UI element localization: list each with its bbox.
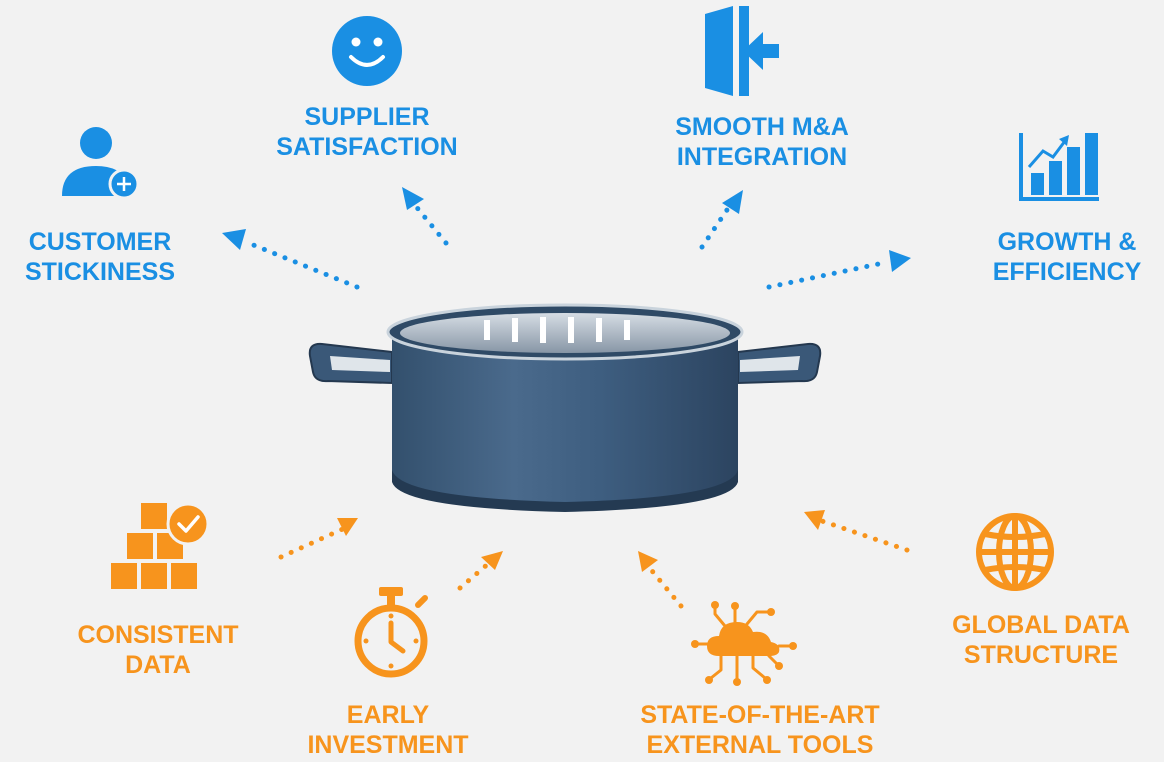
- arrowhead-consistent-data: [337, 518, 358, 536]
- stopwatch-icon: [354, 587, 428, 678]
- label-line-1: GLOBAL DATA: [952, 611, 1130, 639]
- merge-arrow-icon: [705, 6, 779, 96]
- arrowhead-external-tools: [638, 551, 658, 572]
- label-line-1: CONSISTENT: [77, 621, 239, 649]
- label-line-1: SUPPLIER: [304, 103, 430, 131]
- arrowhead-early-investment: [481, 551, 503, 570]
- label-line-1: GROWTH &: [997, 228, 1137, 256]
- label-line-2: SATISFACTION: [276, 133, 458, 161]
- arrow-from-global-data-structure: [819, 518, 910, 553]
- label-line-1: STATE-OF-THE-ART: [640, 701, 880, 729]
- arrow-from-external-tools: [645, 563, 684, 609]
- arrow-to-customer-stickiness: [243, 239, 360, 290]
- label-customer-stickiness: CUSTOMER STICKINESS: [10, 227, 190, 287]
- label-line-2: EFFICIENCY: [992, 258, 1142, 286]
- arrow-from-consistent-data: [278, 525, 348, 560]
- label-line-2: STICKINESS: [24, 258, 176, 286]
- cloud-network-icon: [691, 601, 797, 686]
- label-growth-efficiency: GROWTH & EFFICIENCY: [974, 227, 1160, 287]
- label-line-2: EXTERNAL TOOLS: [646, 731, 874, 759]
- label-global-data-structure: GLOBAL DATA STRUCTURE: [924, 610, 1158, 670]
- label-line-2: DATA: [125, 651, 191, 679]
- boxes-check-icon: [109, 501, 210, 591]
- smiley-face-icon: [332, 16, 402, 86]
- arrowhead-smooth-ma-integration: [722, 190, 743, 214]
- user-add-icon: [62, 127, 140, 198]
- label-line-1: CUSTOMER: [28, 228, 172, 256]
- cooking-pot-icon: [308, 303, 822, 512]
- arrowhead-global-data-structure: [804, 510, 825, 530]
- arrowhead-supplier-satisfaction: [402, 187, 424, 210]
- label-early-investment: EARLY INVESTMENT: [278, 700, 498, 760]
- arrow-to-smooth-ma-integration: [699, 204, 732, 250]
- label-external-tools: STATE-OF-THE-ART EXTERNAL TOOLS: [600, 700, 920, 760]
- label-consistent-data: CONSISTENT DATA: [58, 620, 258, 680]
- label-line-2: INTEGRATION: [676, 143, 848, 171]
- label-supplier-satisfaction: SUPPLIER SATISFACTION: [262, 102, 472, 162]
- arrow-to-supplier-satisfaction: [411, 201, 449, 246]
- globe-icon: [976, 513, 1054, 591]
- arrow-from-early-investment: [457, 560, 492, 591]
- label-line-2: STRUCTURE: [963, 641, 1119, 669]
- label-line-1: SMOOTH M&A: [675, 113, 849, 141]
- arrow-to-growth-efficiency: [766, 259, 891, 290]
- label-smooth-ma-integration: SMOOTH M&A INTEGRATION: [646, 112, 878, 172]
- growth-chart-icon: [1019, 133, 1099, 201]
- arrowhead-customer-stickiness: [222, 229, 246, 250]
- label-line-2: INVESTMENT: [307, 731, 469, 759]
- arrowhead-growth-efficiency: [889, 250, 911, 272]
- label-line-1: EARLY: [346, 701, 430, 729]
